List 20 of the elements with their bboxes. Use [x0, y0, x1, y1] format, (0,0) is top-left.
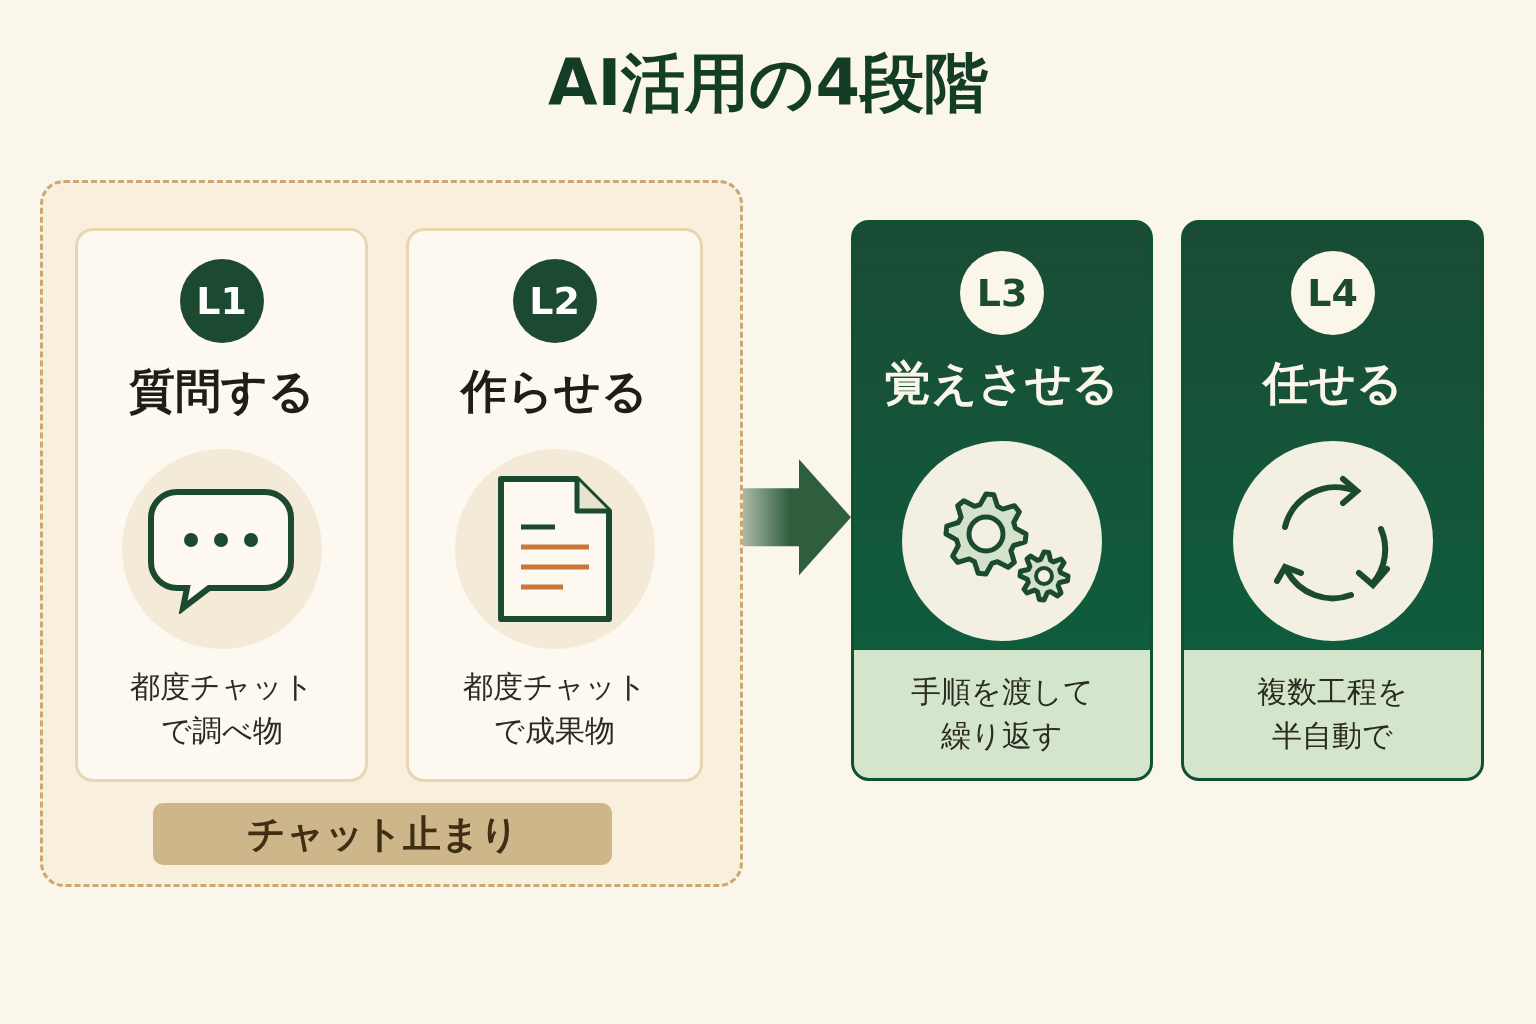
level-card [406, 228, 703, 782]
level-badge: L2 [512, 259, 597, 343]
level-badge: L1 [179, 259, 264, 343]
level-heading: 作らせる [459, 363, 649, 420]
level-heading: 質問する [127, 363, 316, 420]
summary-band: チャット止まり [153, 803, 612, 865]
arrow [743, 459, 851, 576]
level-description: 都度チャットで調べ物 [128, 668, 315, 750]
level-badge: L4 [1290, 251, 1375, 335]
level-heading: 覚えさせる [884, 355, 1120, 412]
level-card [851, 220, 1153, 781]
level-heading: 任せる [1261, 355, 1404, 412]
level-description: 都度チャットで成果物 [461, 668, 648, 750]
level-card [1181, 220, 1484, 781]
level-card [75, 228, 368, 782]
group-frame [40, 180, 743, 887]
level-description: 手順を渡して繰り返す [910, 673, 1094, 755]
diagram-title: AI活用の4段階 [547, 45, 989, 122]
level-description: 複数工程を半自動で [1256, 673, 1409, 755]
level-badge: L3 [960, 251, 1044, 335]
